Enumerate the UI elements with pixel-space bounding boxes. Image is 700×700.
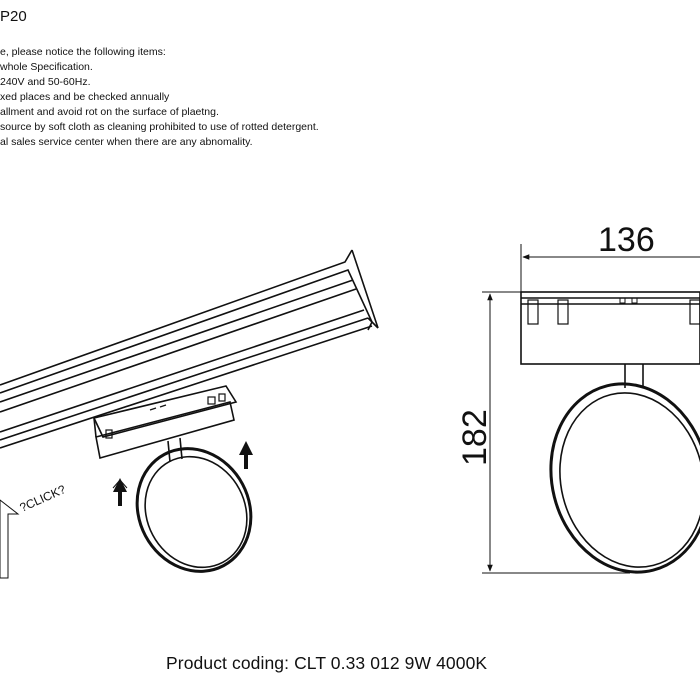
note-line: source by soft cloth as cleaning prohibi… [0,121,319,133]
product-coding: Product coding: CLT 0.33 012 9W 4000K [166,653,488,673]
note-line: e, please notice the following items: [0,46,166,58]
spotlight-head-right [549,382,700,574]
note-line: al sales service center when there are a… [0,136,253,148]
click-label: ?CLICK? [18,482,68,515]
click-indicator [0,499,20,579]
up-arrow-icon [239,441,253,455]
dimension-width-label: 136 [598,221,655,259]
up-arrow-icon [113,478,127,492]
side-view-track [520,291,700,365]
track-adapter-module [92,385,238,463]
width-dimension [520,244,700,292]
note-line: xed places and be checked annually [0,91,170,103]
height-dimension [482,291,630,574]
note-line: whole Specification. [0,61,93,73]
model-title: P20 [0,8,27,25]
safety-notes: e, please notice the following items: wh… [0,45,319,150]
dimension-height-label: 182 [456,409,494,466]
note-line: allment and avoid rot on the surface of … [0,106,219,118]
spotlight-head-left [135,447,253,573]
magnetic-track-rail [0,249,379,449]
note-line: 240V and 50-60Hz. [0,76,91,88]
